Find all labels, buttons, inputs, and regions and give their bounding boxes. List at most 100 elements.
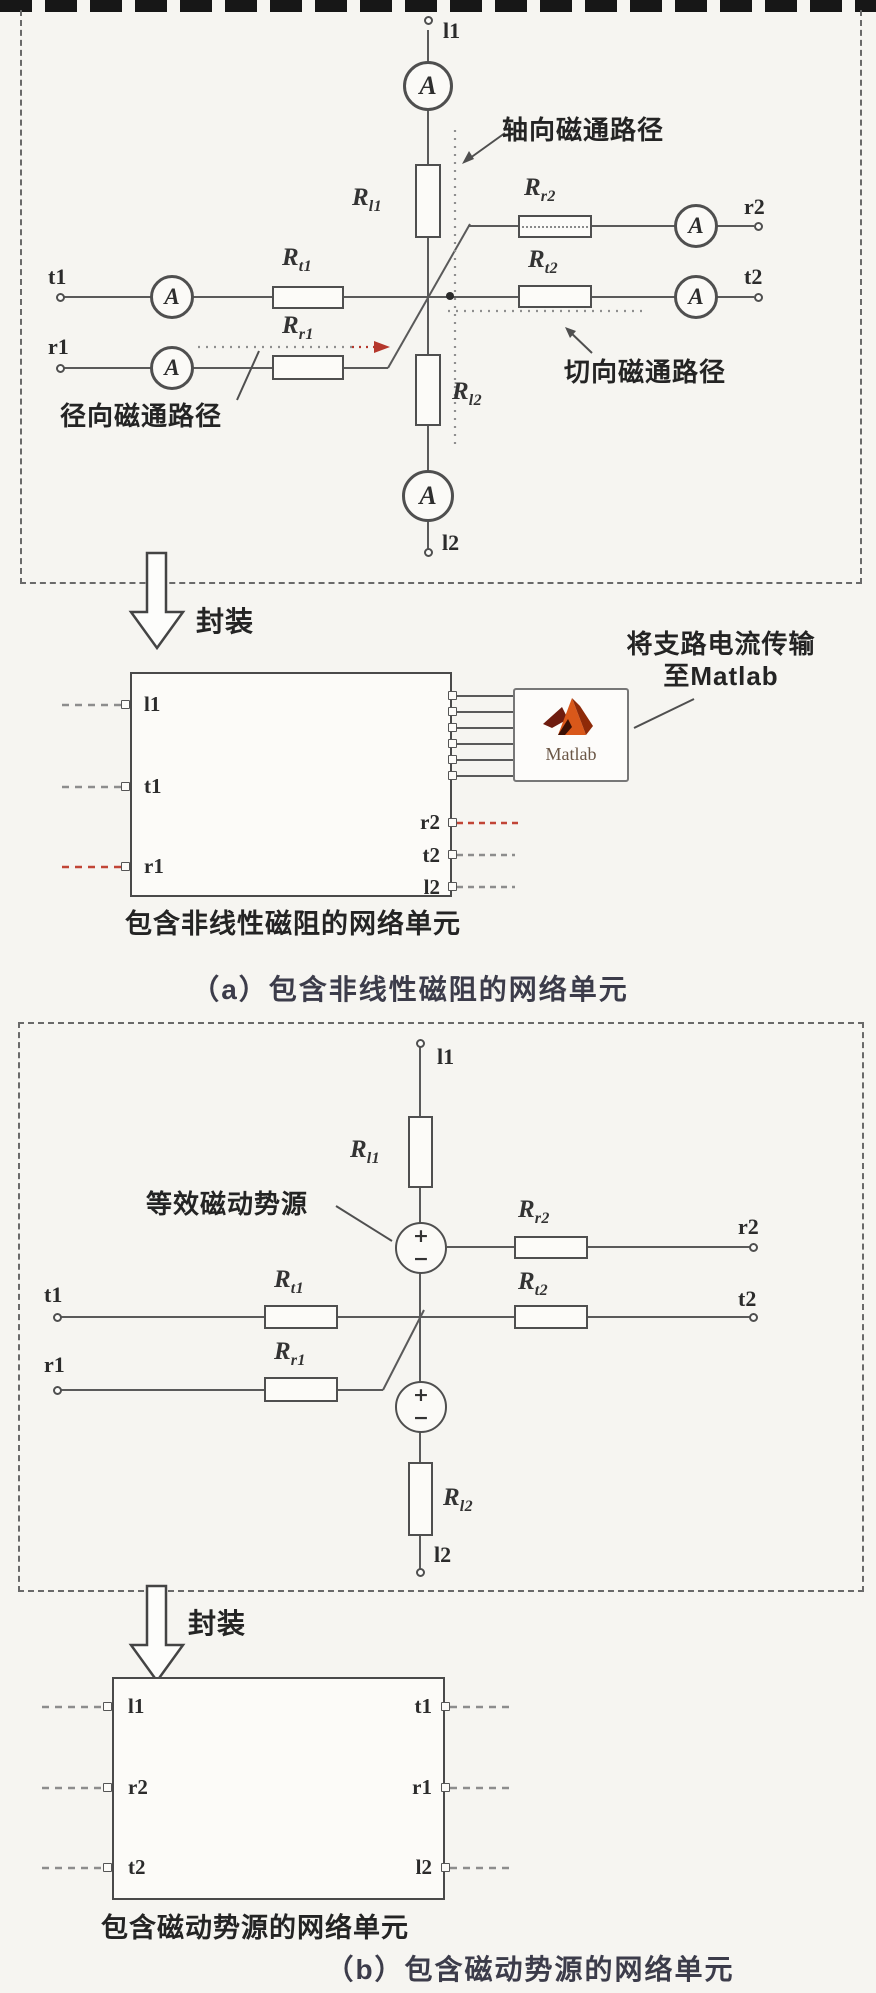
fig-a-top-border (0, 0, 876, 12)
port-t2-b (103, 1863, 112, 1872)
ammeter-label: A (688, 284, 704, 309)
terminal-label-l2-a: l2 (442, 530, 460, 555)
resistor-t2-a (518, 285, 592, 308)
resistor-l2-b (408, 1462, 433, 1536)
fig-b-boundary (18, 1022, 864, 1592)
port-l2-b (441, 1863, 450, 1872)
resistor-t1-b (264, 1305, 338, 1329)
ammeter-r2-a: A (674, 204, 718, 248)
block-label-a: 包含非线性磁阻的网络单元 (125, 909, 461, 939)
terminal-label-l1-a: l1 (443, 18, 461, 43)
encapsulate-arrow-a (128, 551, 186, 651)
terminal-label-t1-a: t1 (48, 264, 67, 289)
port-t1-b (441, 1702, 450, 1711)
resistor-label-t2-a: Rt2 (528, 246, 559, 277)
encapsulate-label-b: 封装 (188, 1608, 247, 1639)
fig-a-leader-lines (236, 132, 695, 729)
fig-a-block-stubs (62, 703, 520, 889)
resistor-label-t2-b: Rt2 (518, 1268, 549, 1299)
radial-flux-label: 径向磁通路径 (60, 401, 223, 431)
port-label-t2-a: t2 (422, 843, 441, 867)
resistor-label-r1-a: Rr1 (282, 312, 314, 343)
port-label-t1-b: t1 (414, 1694, 433, 1718)
port-l1-b (103, 1702, 112, 1711)
terminal-r2-a (754, 222, 763, 231)
resistor-label-l1-b: Rl1 (350, 1136, 381, 1167)
resistor-label-r2-a: Rr2 (524, 174, 556, 205)
mmf-source-1: + − (395, 1222, 447, 1274)
port-label-r1-b: r1 (412, 1775, 432, 1799)
ammeter-r1-a: A (150, 346, 194, 390)
network-unit-block-b (112, 1677, 445, 1900)
terminal-label-t2-a: t2 (744, 264, 763, 289)
plus-sign: + (413, 1384, 429, 1406)
resistor-label-l2-a: Rl2 (452, 378, 483, 409)
plus-sign: + (413, 1225, 429, 1247)
fig-a-boundary (20, 10, 862, 584)
resistor-label-t1-b: Rt1 (274, 1266, 305, 1297)
resistor-r2-a (518, 215, 592, 238)
resistor-r1-a (272, 355, 344, 380)
port-label-t2-b: t2 (128, 1855, 146, 1879)
minus-sign: − (413, 1248, 429, 1270)
port-t2-a (448, 850, 457, 859)
resistor-label-t1-a: Rt1 (282, 244, 313, 275)
port-label-t1-a: t1 (144, 774, 162, 798)
resistor-t1-a (272, 286, 344, 309)
ammeter-t2-a: A (674, 275, 718, 319)
junction-dot (446, 292, 454, 300)
fig-b-block-stubs (42, 1705, 512, 1870)
encapsulate-label-a: 封装 (196, 606, 255, 637)
terminal-t1-b (53, 1313, 62, 1322)
resistor-label-l2-b: Rl2 (443, 1484, 474, 1515)
ammeter-t1-a: A (150, 275, 194, 319)
resistor-l1-b (408, 1116, 433, 1188)
terminal-label-r1-b: r1 (44, 1352, 65, 1377)
terminal-label-l2-b: l2 (434, 1542, 452, 1567)
resistor-l2-a (415, 354, 441, 426)
terminal-t2-b (749, 1313, 758, 1322)
ammeter-label: A (419, 71, 437, 100)
tangential-flux-label: 切向磁通路径 (564, 357, 727, 387)
ammeter-l1-a: A (403, 61, 453, 111)
fig-a-flux-paths (198, 130, 648, 450)
axial-flux-label: 轴向磁通路径 (502, 115, 665, 145)
terminal-label-t2-b: t2 (738, 1286, 757, 1311)
port-l2-a (448, 882, 457, 891)
resistor-label-r2-b: Rr2 (518, 1196, 550, 1227)
port-label-l1-b: l1 (128, 1694, 145, 1718)
ammeter-label: A (164, 355, 180, 380)
network-unit-block-a (130, 672, 452, 897)
resistor-label-l1-a: Rl1 (352, 184, 383, 215)
mmf-source-label: 等效磁动势源 (146, 1189, 309, 1219)
terminal-l1-b (416, 1039, 425, 1048)
caption-a: （a）包含非线性磁阻的网络单元 (191, 974, 629, 1005)
resistor-r1-b (264, 1377, 338, 1402)
port-out4-a (448, 739, 457, 748)
port-t1-a (121, 782, 130, 791)
terminal-r2-b (749, 1243, 758, 1252)
terminal-t2-a (754, 293, 763, 302)
terminal-label-r2-b: r2 (738, 1214, 759, 1239)
source-leader-line (335, 1205, 393, 1242)
port-l1-a (121, 700, 130, 709)
port-label-l2-b: l2 (415, 1855, 432, 1879)
port-r2-b (103, 1783, 112, 1792)
port-out1-a (448, 691, 457, 700)
terminal-r1-a (56, 364, 65, 373)
port-label-l1-a: l1 (144, 692, 161, 716)
port-out2-a (448, 707, 457, 716)
terminal-l1-a (424, 16, 433, 25)
block-label-b: 包含磁动势源的网络单元 (101, 1913, 409, 1943)
axial-leader-arrowhead (462, 151, 474, 164)
port-r1-b (441, 1783, 450, 1792)
matlab-logo (543, 698, 593, 735)
matlab-label: Matlab (545, 744, 597, 764)
ammeter-label: A (419, 481, 437, 510)
resistor-label-r1-b: Rr1 (274, 1338, 306, 1369)
matlab-note-line2: 至Matlab (663, 661, 779, 691)
matlab-block: Matlab (513, 688, 629, 782)
ammeter-label: A (164, 284, 180, 309)
port-label-r2-a: r2 (420, 810, 440, 834)
ammeter-l2-a: A (402, 470, 454, 522)
